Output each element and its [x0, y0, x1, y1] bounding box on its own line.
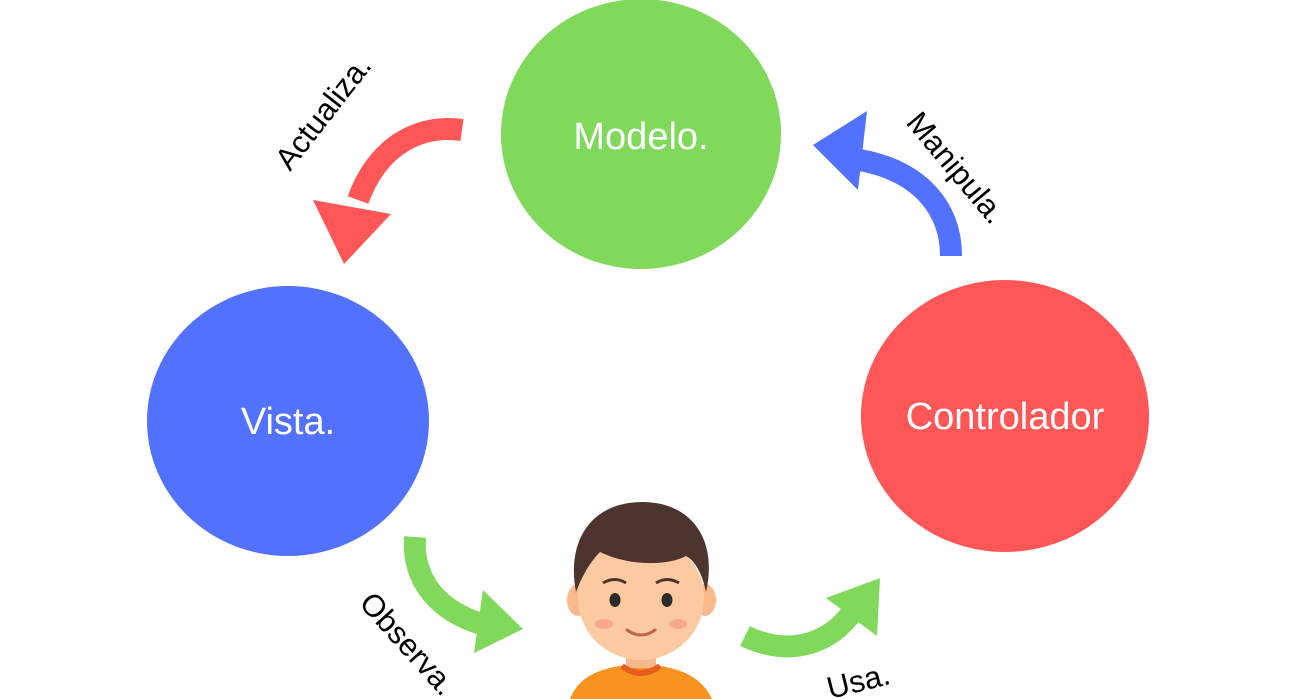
edge-actualiza: Actualiza. — [268, 49, 464, 264]
edge-usa-arrowhead — [826, 578, 880, 636]
node-controlador: Controlador — [861, 280, 1149, 552]
edge-actualiza-arrowhead — [313, 200, 391, 264]
edge-observa-shaft — [403, 536, 489, 636]
edge-usa: Usa. — [740, 578, 894, 699]
user-brow-right — [655, 578, 680, 585]
edge-actualiza-shaft — [347, 118, 464, 205]
edge-actualiza-label: Actualiza. — [268, 49, 378, 176]
edge-usa-label: Usa. — [823, 656, 893, 699]
node-modelo-label: Modelo. — [573, 116, 708, 158]
user-eye-right — [661, 593, 673, 607]
user-cheek-right — [669, 619, 687, 629]
user-face — [578, 536, 704, 660]
node-vista: Vista. — [147, 286, 429, 556]
user-shirt — [570, 664, 712, 699]
user-cheek-left — [595, 619, 613, 629]
user-mouth — [625, 628, 657, 637]
edge-observa: Observa. — [353, 536, 523, 699]
edge-manipula-label: Manipula. — [900, 105, 1013, 230]
node-vista-label: Vista. — [241, 401, 335, 443]
user-eye-left — [609, 593, 621, 607]
user-hair — [573, 502, 709, 592]
edge-manipula-arrowhead — [813, 111, 867, 190]
edge-manipula-shaft — [857, 149, 962, 257]
edge-manipula: Manipula. — [813, 105, 1013, 257]
edge-usa-shaft — [740, 597, 868, 658]
node-vista-circle — [147, 286, 429, 556]
user-collar — [620, 663, 662, 676]
user-avatar-icon — [567, 502, 716, 699]
node-controlador-circle — [861, 280, 1149, 552]
node-modelo-circle — [501, 0, 781, 269]
node-controlador-label: Controlador — [906, 396, 1105, 438]
user-brow-left — [602, 578, 627, 585]
node-modelo: Modelo. — [501, 0, 781, 269]
edge-observa-arrowhead — [474, 590, 523, 653]
